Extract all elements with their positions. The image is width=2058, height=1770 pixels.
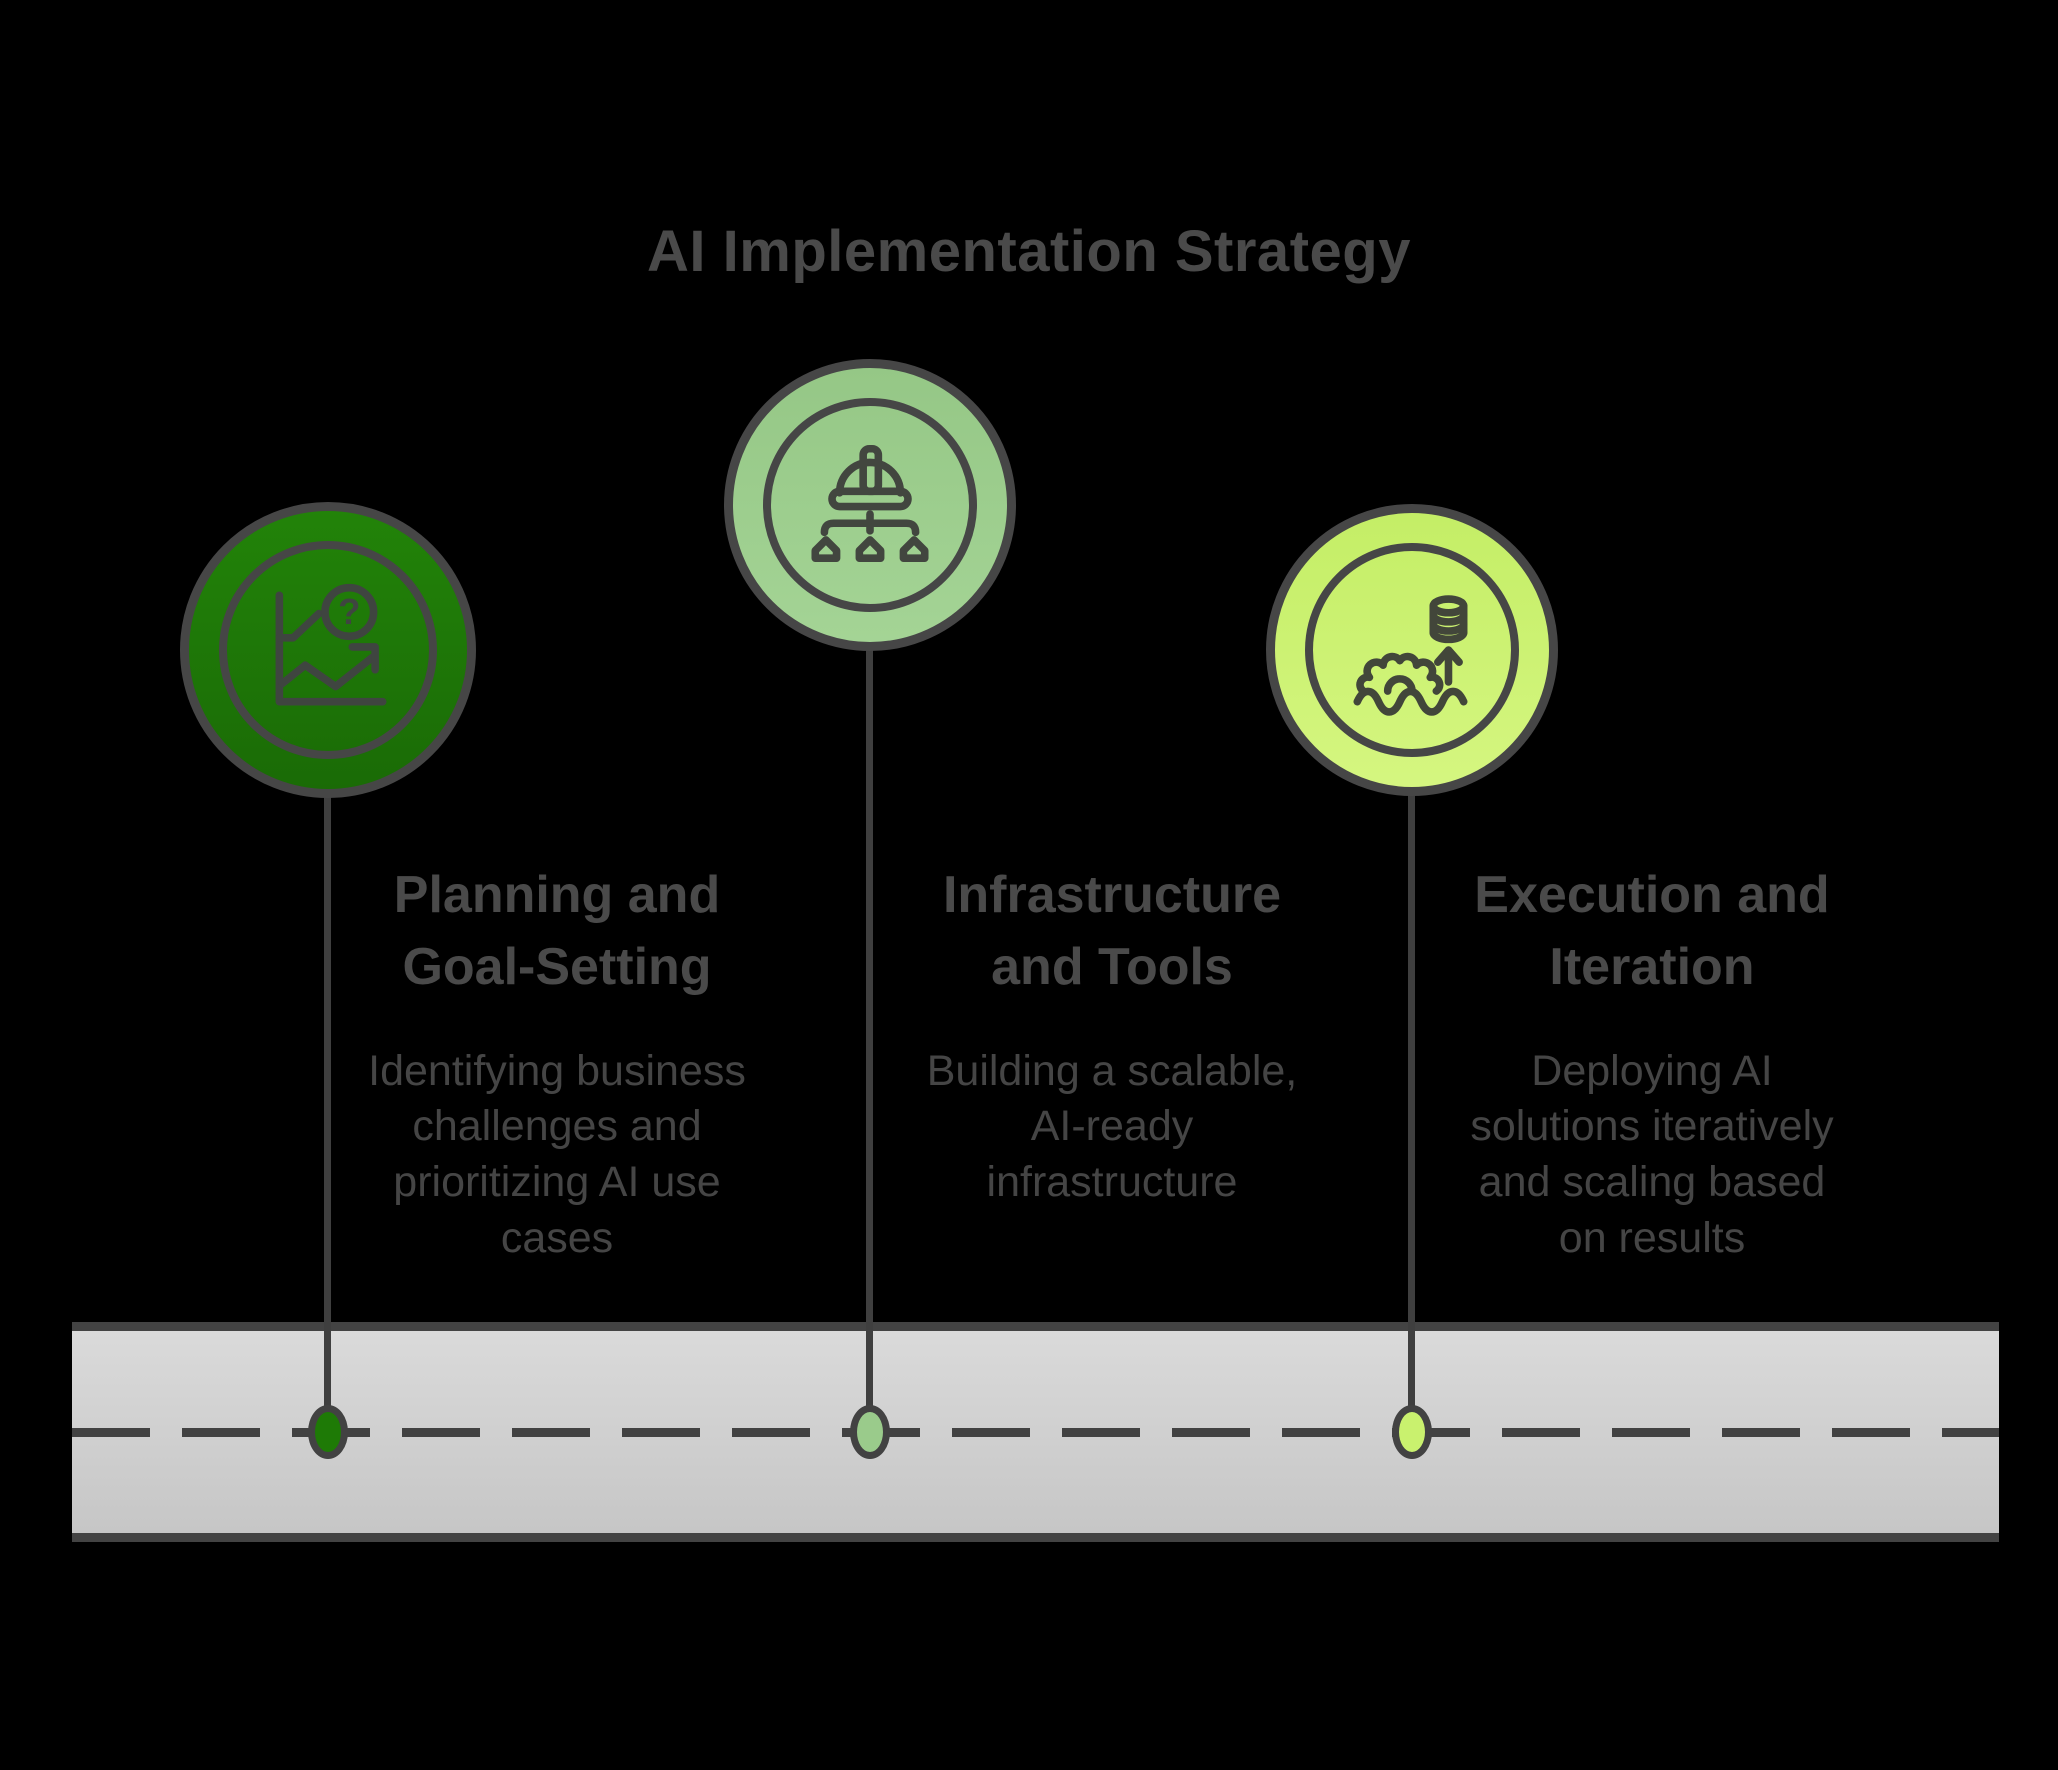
milestone-description: Deploying AI solutions iteratively and s…	[1470, 1046, 1834, 1263]
milestone-circle-execution	[1266, 504, 1558, 796]
milestone-description: Identifying business challenges and prio…	[368, 1046, 746, 1263]
milestone-circle-planning: ?	[180, 502, 476, 798]
connector-line-1	[324, 650, 331, 1432]
milestone-description: Building a scalable, AI-ready infrastruc…	[926, 1046, 1298, 1207]
hardhat-hierarchy-icon	[811, 444, 929, 562]
milestone-heading: Planning and Goal-Setting	[393, 866, 721, 996]
gear-data-growth-icon	[1353, 595, 1468, 716]
inner-ring	[763, 398, 977, 612]
milestone-text-planning: Planning and Goal-Setting Identifying bu…	[317, 860, 797, 1267]
question-mark-glyph: ?	[338, 591, 360, 632]
page-title: AI Implementation Strategy	[647, 219, 1411, 284]
timeline-road	[72, 1322, 1999, 1542]
milestone-circle-infrastructure	[724, 359, 1016, 651]
inner-ring	[1305, 543, 1519, 757]
milestone-text-infrastructure: Infrastructure and Tools Building a scal…	[872, 860, 1352, 1211]
chart-growth-question-icon: ?	[275, 583, 387, 706]
connector-line-2	[866, 505, 873, 1432]
road-marker-planning	[308, 1405, 348, 1459]
milestone-text-execution: Execution and Iteration Deploying AI sol…	[1412, 860, 1892, 1267]
connector-line-3	[1408, 650, 1415, 1432]
milestone-heading: Execution and Iteration	[1474, 866, 1830, 996]
milestone-heading: Infrastructure and Tools	[942, 866, 1282, 996]
inner-ring: ?	[219, 541, 437, 759]
road-center-dashed-line	[72, 1428, 1999, 1437]
road-marker-infrastructure	[850, 1405, 890, 1459]
road-marker-execution	[1392, 1405, 1432, 1459]
